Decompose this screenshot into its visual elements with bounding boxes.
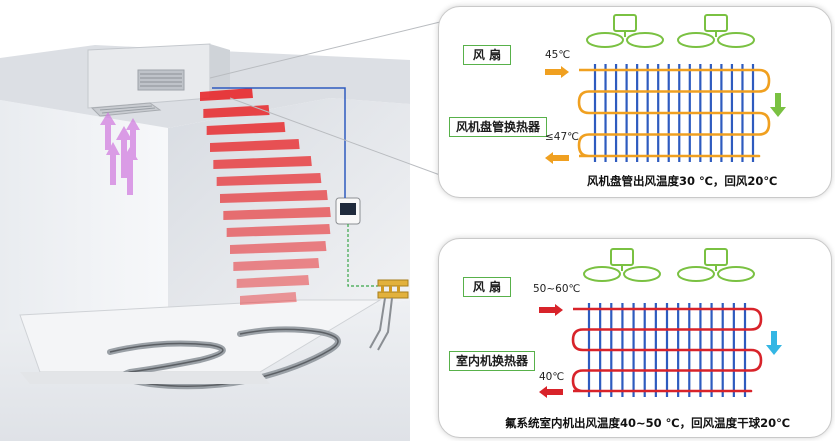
coil-serpentine — [577, 68, 771, 158]
flow-direction-arrow — [770, 93, 786, 117]
indoor-unit-detail-panel: 风 扇 室内机换热器 50~60℃ 40℃ 氟系统室内机出风温度40~50 ℃，… — [438, 238, 832, 438]
fan-icon — [677, 14, 755, 48]
fan-coil-detail-panel: 风 扇 风机盘管换热器 45℃ ≤47℃ 风机盘管出风温度30 ℃，回风20℃ — [438, 6, 832, 198]
callout-line — [209, 21, 441, 79]
pipe-line — [347, 224, 378, 287]
fan-icon — [586, 14, 664, 48]
outlet-arrow — [539, 386, 563, 398]
hot-air-stripe — [226, 224, 331, 237]
hot-air-flow — [200, 88, 331, 305]
fan-icon — [583, 248, 661, 282]
hot-air-stripe — [200, 88, 253, 101]
inlet-arrow — [539, 304, 563, 316]
outlet-temp: 40℃ — [539, 371, 565, 383]
fan-label: 风 扇 — [463, 277, 511, 297]
hot-air-stripe — [210, 139, 300, 152]
inlet-temp: 45℃ — [545, 49, 571, 61]
heat-exchanger-coil — [577, 64, 771, 162]
floor-manifold — [369, 279, 409, 351]
top-caption: 风机盘管出风温度30 ℃，回风20℃ — [587, 174, 778, 188]
inlet-temp: 50~60℃ — [533, 283, 581, 295]
hot-air-stripe — [230, 241, 327, 254]
indoor-unit-diagram — [539, 248, 782, 398]
hot-air-stripe — [220, 190, 328, 203]
bottom-caption: 氟系统室内机出风温度40~50 ℃，回风温度干球20℃ — [505, 416, 790, 430]
hot-air-stripe — [203, 105, 270, 118]
fan-icon — [677, 248, 755, 282]
control-wire — [212, 87, 346, 198]
left-wall — [0, 100, 168, 330]
hot-air-stripe — [206, 122, 286, 135]
cold-air-arrows — [100, 112, 140, 195]
coil-serpentine — [571, 307, 763, 393]
exchanger-label: 风机盘管换热器 — [449, 117, 548, 137]
return-grille — [137, 69, 185, 91]
supply-grille — [90, 102, 162, 117]
hot-air-stripe — [236, 275, 310, 288]
fan-label: 风 扇 — [463, 45, 511, 65]
hot-air-stripe — [216, 173, 322, 186]
fan-coil-diagram — [545, 14, 786, 164]
hot-air-stripe — [213, 156, 312, 169]
flow-direction-arrow — [766, 331, 782, 355]
indoor-exchanger-coil — [571, 303, 763, 397]
hot-air-stripe — [223, 207, 331, 220]
exchanger-label: 室内机换热器 — [449, 351, 536, 371]
hot-air-stripe — [233, 258, 320, 271]
thermostat-controller — [335, 197, 361, 225]
inlet-arrow — [545, 66, 569, 78]
outlet-temp: ≤47℃ — [545, 131, 579, 143]
outlet-arrow — [545, 152, 569, 164]
hot-air-stripe — [240, 292, 297, 305]
